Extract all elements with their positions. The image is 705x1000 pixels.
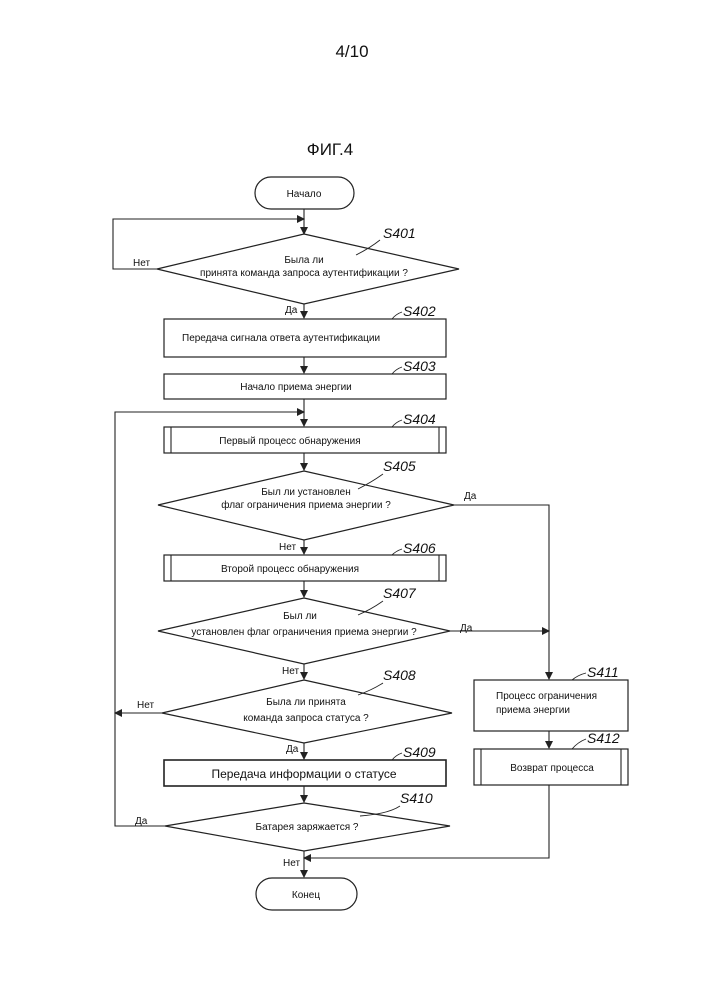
edge-label-s408-no: Нет — [137, 700, 154, 711]
leader-s403 — [392, 367, 402, 374]
decision-s408: Была ли принята команда запроса статуса … — [162, 680, 452, 743]
subprocess-s412: Возврат процесса — [474, 749, 628, 785]
page-number: 4/10 — [335, 42, 368, 61]
step-id-s410: S410 — [400, 790, 433, 806]
end-node: Конец — [256, 878, 357, 910]
step-id-s407: S407 — [383, 585, 417, 601]
step-id-s406: S406 — [403, 540, 436, 556]
leader-s409 — [392, 753, 402, 760]
s405-text-line2: флаг ограничения приема энергии ? — [221, 499, 391, 511]
start-node: Начало — [255, 177, 354, 209]
edge-label-s407-no: Нет — [282, 666, 299, 677]
step-id-s404: S404 — [403, 411, 436, 427]
step-id-s411: S411 — [587, 664, 619, 680]
figure-label: ФИГ.4 — [307, 140, 353, 159]
subprocess-s406: Второй процесс обнаружения — [164, 555, 446, 581]
step-id-s402: S402 — [403, 303, 436, 319]
process-s403: Начало приема энергии — [164, 374, 446, 399]
leader-s408 — [358, 683, 383, 695]
edge-s405-yes — [454, 505, 549, 679]
s411-text-line1: Процесс ограничения — [496, 691, 597, 702]
end-label: Конец — [292, 890, 320, 901]
s407-text-line1: Был ли — [283, 611, 317, 622]
s406-text: Второй процесс обнаружения — [221, 563, 359, 575]
step-id-s409: S409 — [403, 744, 436, 760]
step-id-s405: S405 — [383, 458, 416, 474]
s407-text-line2: установлен флаг ограничения приема энерг… — [191, 626, 417, 638]
step-id-s408: S408 — [383, 667, 416, 683]
edge-label-s401-no: Нет — [133, 258, 150, 269]
s410-text: Батарея заряжается ? — [256, 822, 359, 833]
start-label: Начало — [287, 189, 322, 200]
step-id-s401: S401 — [383, 225, 416, 241]
decision-s405: Был ли установлен флаг ограничения прием… — [158, 471, 454, 540]
step-id-s403: S403 — [403, 358, 436, 374]
step-id-s412: S412 — [587, 730, 620, 746]
s412-text: Возврат процесса — [510, 763, 594, 774]
s405-text-line1: Был ли установлен — [261, 487, 351, 498]
s404-text: Первый процесс обнаружения — [219, 435, 360, 447]
edge-label-s410-yes: Да — [135, 816, 148, 827]
edge-label-s410-no: Нет — [283, 858, 300, 869]
leader-s404 — [392, 420, 402, 427]
subprocess-s404: Первый процесс обнаружения — [164, 427, 446, 453]
leader-s402 — [392, 312, 402, 319]
decision-s410: Батарея заряжается ? — [165, 803, 450, 851]
leader-s406 — [392, 549, 402, 555]
edge-label-s405-yes: Да — [464, 491, 477, 502]
edge-label-s405-no: Нет — [279, 542, 296, 553]
edge-label-s408-yes: Да — [286, 744, 299, 755]
s401-text-line1: Была ли — [284, 255, 323, 266]
process-s402: Передача сигнала ответа аутентификации — [164, 319, 446, 357]
edge-label-s401-yes: Да — [285, 305, 298, 316]
process-s411: Процесс ограничения приема энергии — [474, 680, 628, 731]
decision-s407: Был ли установлен флаг ограничения прием… — [158, 598, 450, 664]
decision-s401: Была ли принята команда запроса аутентиф… — [157, 234, 459, 304]
s401-text-line2: принята команда запроса аутентификации ? — [200, 267, 408, 279]
process-s409: Передача информации о статусе — [164, 760, 446, 786]
s402-text: Передача сигнала ответа аутентификации — [182, 332, 380, 344]
leader-s412 — [572, 739, 586, 749]
s409-text: Передача информации о статусе — [211, 767, 396, 781]
s411-text-line2: приема энергии — [496, 705, 570, 716]
s408-text-line1: Была ли принята — [266, 697, 346, 708]
leader-s411 — [572, 673, 586, 680]
s403-text: Начало приема энергии — [240, 382, 352, 393]
s408-text-line2: команда запроса статуса ? — [243, 713, 369, 724]
edge-label-s407-yes: Да — [460, 623, 473, 634]
